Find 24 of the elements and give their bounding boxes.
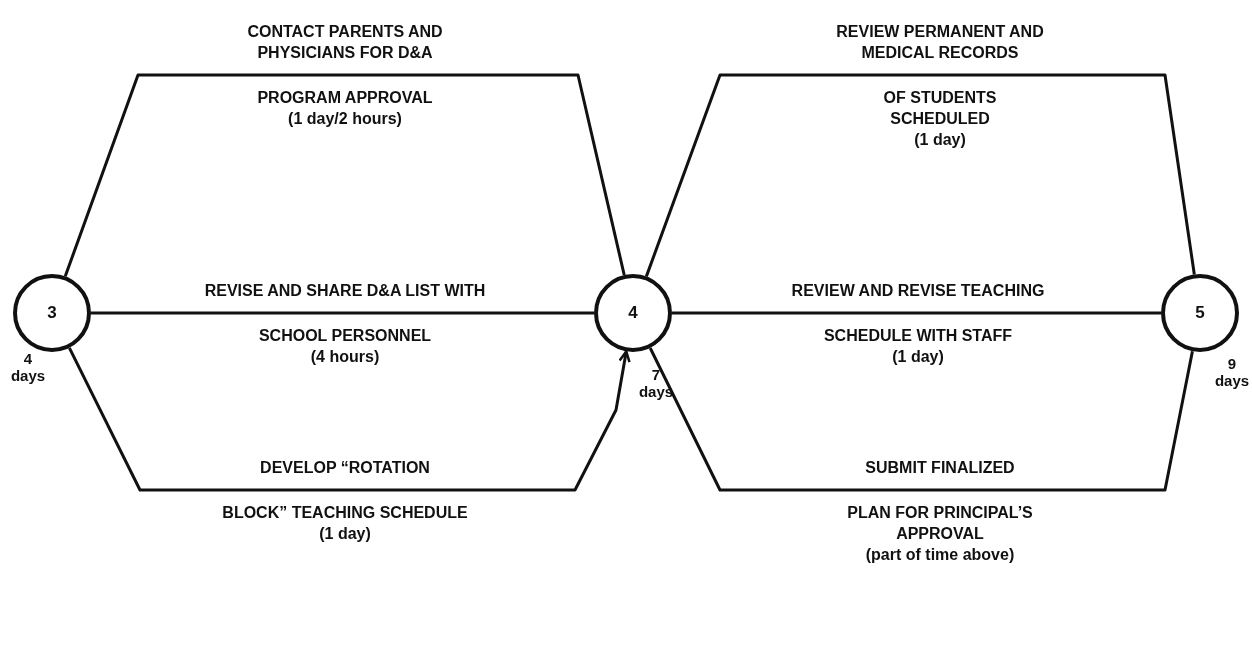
edge-label: BLOCK” TEACHING SCHEDULE (1 day): [221, 503, 469, 544]
edge-label: CONTACT PARENTS AND PHYSICIANS FOR D&A: [246, 22, 444, 63]
event-number: 4: [627, 303, 639, 323]
edge-label: REVISE AND SHARE D&A LIST WITH: [203, 281, 487, 301]
duration-label: 7 days: [637, 366, 675, 400]
activity-line: [63, 73, 626, 277]
edge-label: OF STUDENTS SCHEDULED (1 day): [882, 88, 998, 150]
edge-label: SCHOOL PERSONNEL (4 hours): [257, 326, 433, 367]
edge-label: DEVELOP “ROTATION: [259, 458, 431, 478]
duration-label: 4 days: [9, 350, 47, 384]
duration-label: 9 days: [1213, 355, 1251, 389]
activity-line: [645, 73, 1196, 277]
event-number: 3: [46, 303, 58, 323]
activity-line: [648, 347, 1194, 492]
activity-arrow: [68, 347, 631, 492]
edge-label: SUBMIT FINALIZED: [864, 458, 1016, 478]
edge-label: PLAN FOR PRINCIPAL’S APPROVAL (part of time above): [846, 503, 1034, 565]
event-number: 5: [1194, 303, 1206, 323]
edge-label: PROGRAM APPROVAL (1 day/2 hours): [256, 88, 434, 129]
edge-label: REVIEW PERMANENT AND MEDICAL RECORDS: [835, 22, 1045, 63]
activity-line: [672, 311, 1161, 315]
edge-label: REVIEW AND REVISE TEACHING: [790, 281, 1046, 301]
activity-line: [91, 311, 594, 315]
edge-label: SCHEDULE WITH STAFF (1 day): [822, 326, 1014, 367]
